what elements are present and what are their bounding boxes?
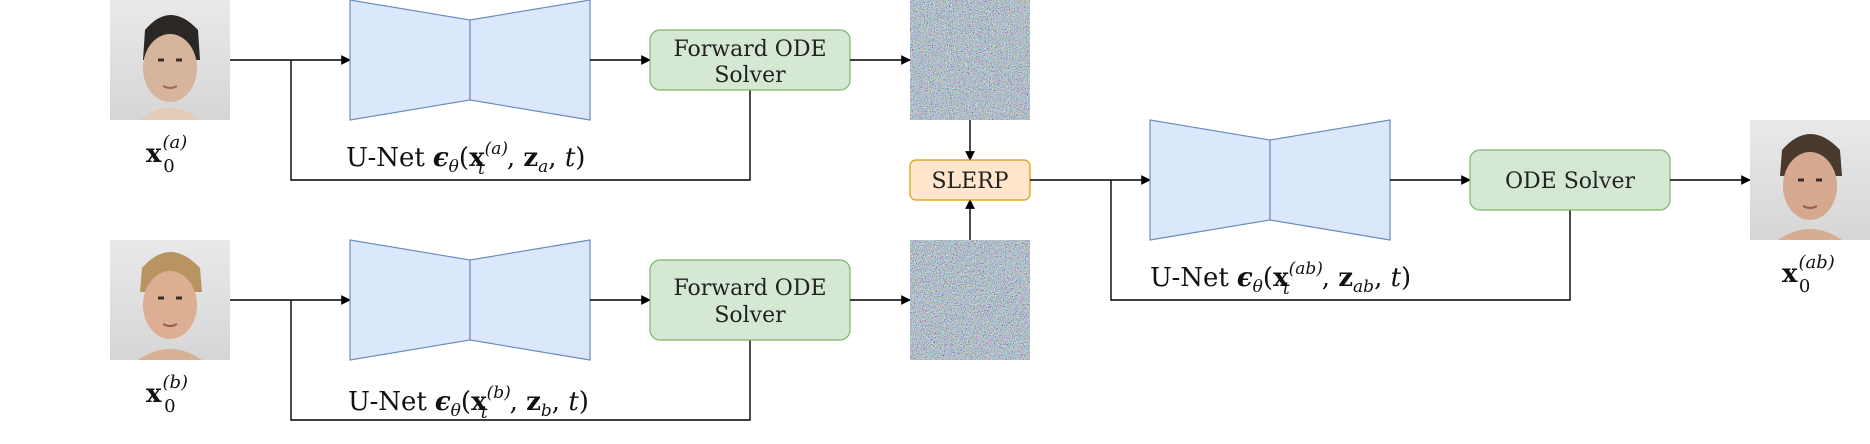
forward-ode-solver-a: Forward ODE Solver	[649, 29, 851, 91]
slerp-block: SLERP	[909, 159, 1031, 201]
face-image-b	[110, 240, 230, 360]
ode-solver-merge: ODE Solver	[1469, 149, 1671, 211]
output-label: x(ab)0	[1782, 252, 1835, 297]
face-image-a	[110, 0, 230, 120]
input-label-b: x(b)0	[146, 372, 188, 417]
skip-line-merge	[1110, 180, 1571, 301]
slerp-label: SLERP	[931, 169, 1008, 194]
input-label-a: x(a)0	[146, 132, 187, 177]
skip-line-a	[290, 60, 751, 181]
noise-latent-b	[910, 240, 1030, 360]
face-image-output	[1750, 120, 1870, 240]
forward-ode-solver-b-line2: Solver	[714, 303, 786, 328]
noise-latent-a	[910, 0, 1030, 120]
ode-solver-label: ODE Solver	[1505, 169, 1636, 194]
forward-ode-solver-b: Forward ODE Solver	[649, 259, 851, 341]
unet-block-b	[349, 239, 591, 361]
forward-ode-solver-b-line1: Forward ODE	[673, 276, 826, 301]
forward-ode-solver-a-line2: Solver	[714, 63, 786, 88]
unet-block-merge	[1149, 119, 1391, 241]
forward-ode-solver-a-line1: Forward ODE	[673, 37, 826, 62]
unet-block-a	[349, 0, 591, 121]
skip-line-b	[290, 300, 751, 421]
